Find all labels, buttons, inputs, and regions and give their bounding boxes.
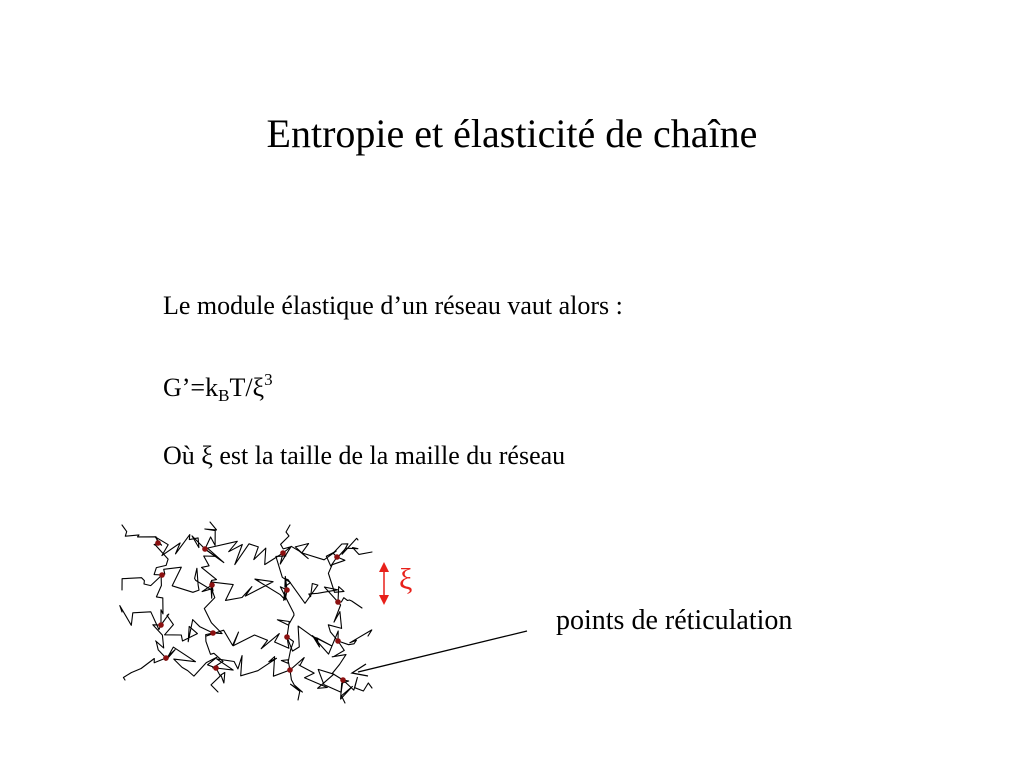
crosslink-dot bbox=[210, 630, 216, 636]
formula-subscript-b: B bbox=[218, 386, 230, 405]
polymer-chains bbox=[119, 521, 373, 704]
polymer-chain-segment bbox=[337, 597, 363, 609]
mesh-arrow-head-top bbox=[379, 562, 389, 572]
crosslink-dot bbox=[213, 665, 219, 671]
polymer-chain-segment bbox=[205, 629, 290, 650]
crosslink-dot bbox=[280, 550, 286, 556]
crosslink-dot bbox=[163, 655, 169, 661]
pointer-line bbox=[357, 630, 528, 673]
polymer-chain-segment bbox=[337, 629, 373, 646]
polymer-chain-segment bbox=[155, 574, 164, 626]
mesh-size-arrow bbox=[379, 562, 389, 605]
crosslink-dot bbox=[159, 572, 165, 578]
polymer-chain-segment bbox=[210, 667, 226, 693]
mesh-size-definition: Où ξ est la taille de la maille du résea… bbox=[163, 441, 566, 470]
polymer-chain-segment bbox=[327, 601, 343, 642]
elastic-modulus-text: Le module élastique d’un réseau vaut alo… bbox=[163, 291, 623, 320]
formula-t-xi: T/ξ bbox=[229, 373, 265, 402]
crosslink-dot bbox=[335, 638, 341, 644]
polymer-chain-segment bbox=[200, 548, 218, 586]
polymer-chain-segment bbox=[286, 625, 339, 655]
polymer-chain-segment bbox=[332, 537, 359, 558]
polymer-chain-segment bbox=[342, 676, 373, 692]
polymer-chain-segment bbox=[289, 657, 344, 693]
crosslink-points bbox=[155, 540, 346, 683]
crosslink-dot bbox=[335, 599, 341, 605]
polymer-chain-segment bbox=[153, 542, 169, 576]
crosslink-dot bbox=[202, 546, 208, 552]
polymer-chain-segment bbox=[340, 679, 353, 704]
polymer-chain-segment bbox=[122, 657, 167, 681]
polymer-chain-segment bbox=[336, 547, 373, 558]
polymer-chain-segment bbox=[201, 584, 223, 635]
polymer-chain-segment bbox=[121, 524, 159, 544]
mesh-arrow-head-bottom bbox=[379, 595, 389, 605]
crosslink-dot bbox=[287, 667, 293, 673]
modulus-formula: G’=kBT/ξ3 bbox=[163, 370, 273, 405]
polymer-chain-segment bbox=[204, 540, 284, 566]
polymer-chain-segment bbox=[205, 632, 224, 669]
polymer-chain-segment bbox=[204, 521, 218, 550]
polymer-chain-segment bbox=[331, 640, 347, 681]
pointer-head bbox=[350, 663, 369, 677]
polymer-chain-segment bbox=[152, 624, 167, 659]
polymer-chain-segment bbox=[215, 655, 291, 677]
slide-title: Entropie et élasticité de chaîne bbox=[266, 111, 758, 156]
polymer-chain-segment bbox=[279, 542, 338, 567]
formula-superscript-3: 3 bbox=[264, 370, 273, 389]
polymer-chain-segment bbox=[327, 556, 346, 603]
crosslink-dot bbox=[334, 554, 340, 560]
crosslink-dot bbox=[209, 582, 215, 588]
polymer-chain-segment bbox=[275, 552, 291, 591]
polymer-chain-segment bbox=[119, 605, 162, 631]
crosslink-dot bbox=[284, 634, 290, 640]
formula-g: G’=k bbox=[163, 373, 219, 402]
crosslink-pointer-arrow bbox=[350, 630, 528, 677]
crosslink-dot bbox=[158, 622, 164, 628]
polymer-chain-segment bbox=[283, 578, 339, 604]
polymer-chain-segment bbox=[276, 586, 295, 638]
crosslink-dot bbox=[155, 540, 161, 546]
polymer-chain-segment bbox=[289, 669, 303, 701]
crosslink-label: points de réticulation bbox=[556, 605, 793, 636]
mesh-size-symbol: ξ bbox=[399, 563, 413, 596]
polymer-chain-segment bbox=[160, 613, 214, 643]
crosslink-dot bbox=[340, 677, 346, 683]
polymer-chain-segment bbox=[161, 566, 214, 593]
polymer-chain-segment bbox=[210, 578, 288, 601]
polymer-chain-segment bbox=[280, 524, 292, 554]
polymer-chain-segment bbox=[121, 574, 163, 591]
crosslink-dot bbox=[284, 587, 290, 593]
